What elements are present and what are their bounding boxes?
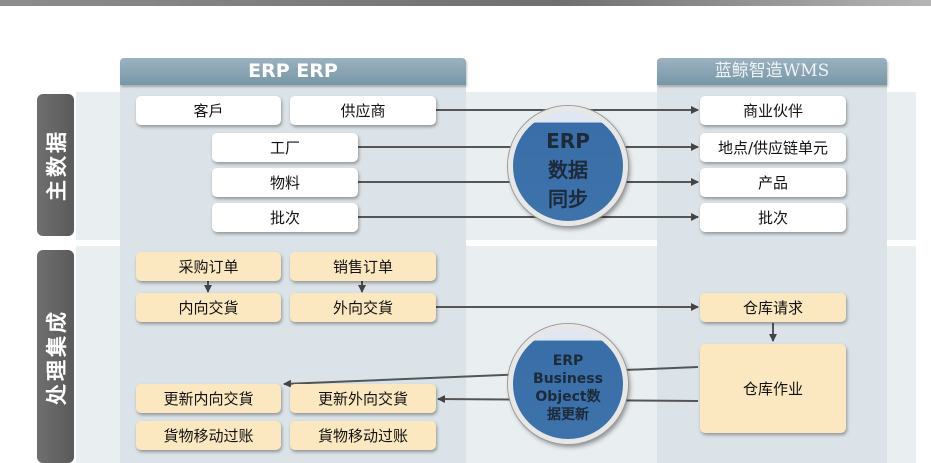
warehouse-task-box: 仓库作业 xyxy=(700,344,846,433)
warehouse-request-box: 仓库请求 xyxy=(700,293,846,322)
product-box: 产品 xyxy=(700,168,846,197)
bo-circle-line-2: Business xyxy=(533,371,603,387)
update-inbound-box: 更新内向交貨 xyxy=(136,384,281,413)
erp-column-header: ERP ERP xyxy=(120,58,466,85)
outbound-delivery-box: 外向交貨 xyxy=(290,293,436,322)
update-outbound-box: 更新外向交貨 xyxy=(290,384,436,413)
erp-data-sync-circle: ERP 数据 同步 xyxy=(508,106,628,226)
erp-business-object-update-circle: ERP Business Object数 据更新 xyxy=(508,324,628,444)
arrow-task-to-update-inbound xyxy=(283,366,699,388)
sync-circle-line-1: ERP xyxy=(546,128,590,153)
top-bar xyxy=(0,0,931,6)
material-box: 物料 xyxy=(212,168,358,197)
sync-circle-line-2: 数据 xyxy=(548,157,588,182)
sync-circle-line-3: 同步 xyxy=(548,186,588,211)
erp-batch-box: 批次 xyxy=(212,203,358,232)
bo-circle-line-3: Object数 xyxy=(535,389,601,405)
supplier-box: 供应商 xyxy=(290,96,436,125)
sales-order-box: 销售订单 xyxy=(290,252,436,281)
wms-column-header: 蓝鲸智造WMS xyxy=(657,58,887,85)
inbound-delivery-box: 内向交貨 xyxy=(136,293,281,322)
process-integration-label: 处理集成 xyxy=(37,250,74,463)
goods-movement-posting-box-2: 貨物移动过账 xyxy=(290,421,436,450)
business-partner-box: 商业伙伴 xyxy=(700,96,846,125)
bo-circle-line-1: ERP xyxy=(552,353,584,369)
customer-box: 客戶 xyxy=(136,96,281,125)
bo-circle-line-4: 据更新 xyxy=(547,407,589,423)
wms-batch-box: 批次 xyxy=(700,203,846,232)
purchase-order-box: 采购订单 xyxy=(136,252,281,281)
goods-movement-posting-box-1: 貨物移动过账 xyxy=(136,421,281,450)
location-box: 地点/供应链单元 xyxy=(700,133,846,162)
master-data-label: 主数据 xyxy=(37,94,74,236)
plant-box: 工厂 xyxy=(212,133,358,162)
